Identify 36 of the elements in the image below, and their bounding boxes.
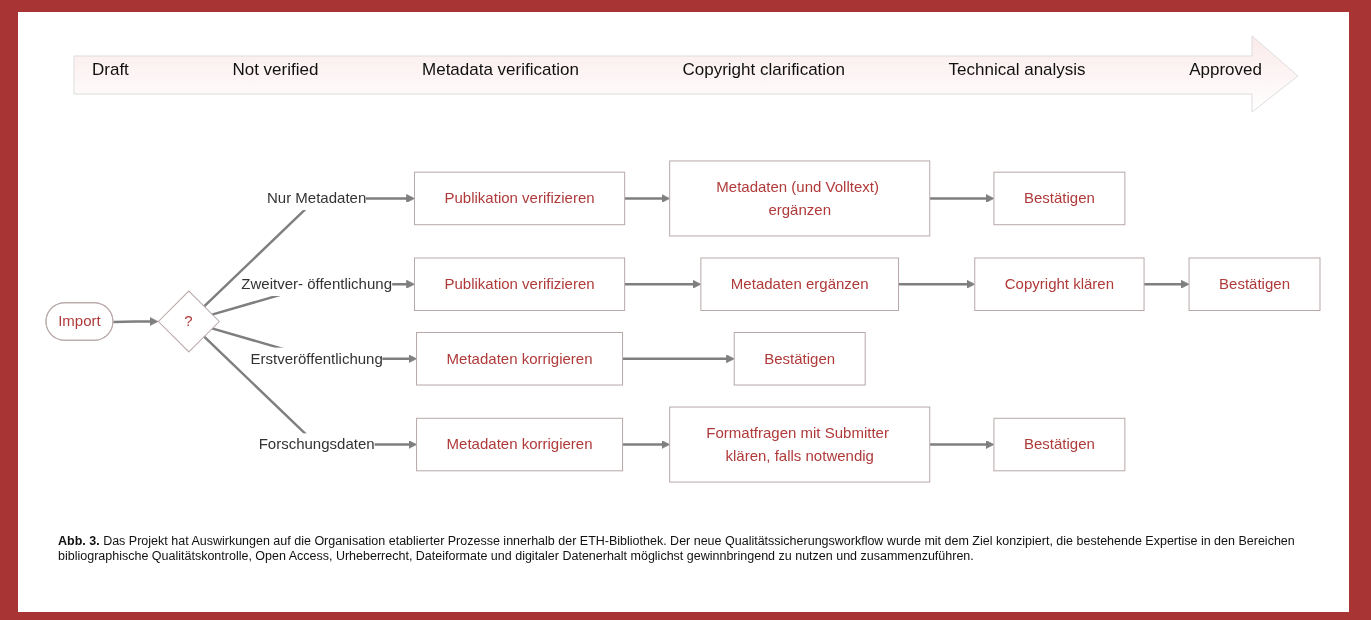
- node-box: [1188, 257, 1321, 311]
- node-box: [993, 417, 1126, 472]
- arrow: [898, 279, 976, 289]
- node-box: [700, 257, 900, 311]
- figure-caption: Abb. 3. Das Projekt hat Auswirkungen auf die Organisation etablierter Prozesse innerhalb der ETH-Bibliothek. Der neue Qualitätssicherungsworkflow wurde mit dem Ziel konzipiert, die bestehende Expertise in den Bereichen bibliographische Qualitätskontrolle, Open Access, Urheberrecht, Dateiformate und digitaler Datenerhalt möglichst gewinnbringend zu nutzen und zusammenzuführen.: [58, 534, 1296, 564]
- stage-label: Draft: [92, 60, 129, 80]
- arrow: [622, 354, 735, 364]
- node-box: [733, 332, 866, 386]
- arrow: [203, 194, 415, 308]
- stage-label: Not verified: [232, 60, 319, 80]
- flowchart: Nur Metadaten Zweitver- öffentlichung Erstveröffentlichung Forschungsdaten Import ? Publikation verifizieren Metadaten (und Volltext) ergänzen Bestätigen Publikation verifizieren Metadaten ergänzen Copyright klären Bestätigen Metadaten korrigieren Bestätigen Metadaten korrigieren Formatfragen mit Submitter klären, falls notwendig Bestätigen: [38, 124, 1328, 519]
- arrow: [624, 279, 702, 289]
- arrow: [203, 335, 417, 449]
- node-box: [414, 257, 626, 311]
- edge-label: Zweitver- öffentlichung: [241, 274, 392, 292]
- arrow: [929, 440, 995, 449]
- stage-label: Copyright clarification: [682, 60, 845, 80]
- node-box: [974, 257, 1145, 311]
- arrow: [1144, 279, 1190, 289]
- edge-label: Nur Metadaten: [267, 189, 367, 207]
- node-box: [993, 171, 1126, 226]
- edge-label: Forschungsdaten: [258, 435, 375, 453]
- node-box: [416, 417, 624, 472]
- node-box: [669, 160, 931, 237]
- arrow: [929, 194, 995, 203]
- edge-label: Erstveröffentlichung: [250, 349, 383, 367]
- arrow: [624, 194, 671, 203]
- node-diamond: [157, 290, 220, 353]
- arrow: [622, 440, 671, 449]
- node-box: [416, 332, 624, 386]
- node-box: [669, 406, 931, 483]
- stage-label: Technical analysis: [948, 60, 1086, 80]
- node-box: [414, 171, 626, 226]
- stage-label: Metadata verification: [422, 60, 579, 80]
- stage-label: Approved: [1189, 60, 1262, 80]
- arrow: [113, 317, 159, 326]
